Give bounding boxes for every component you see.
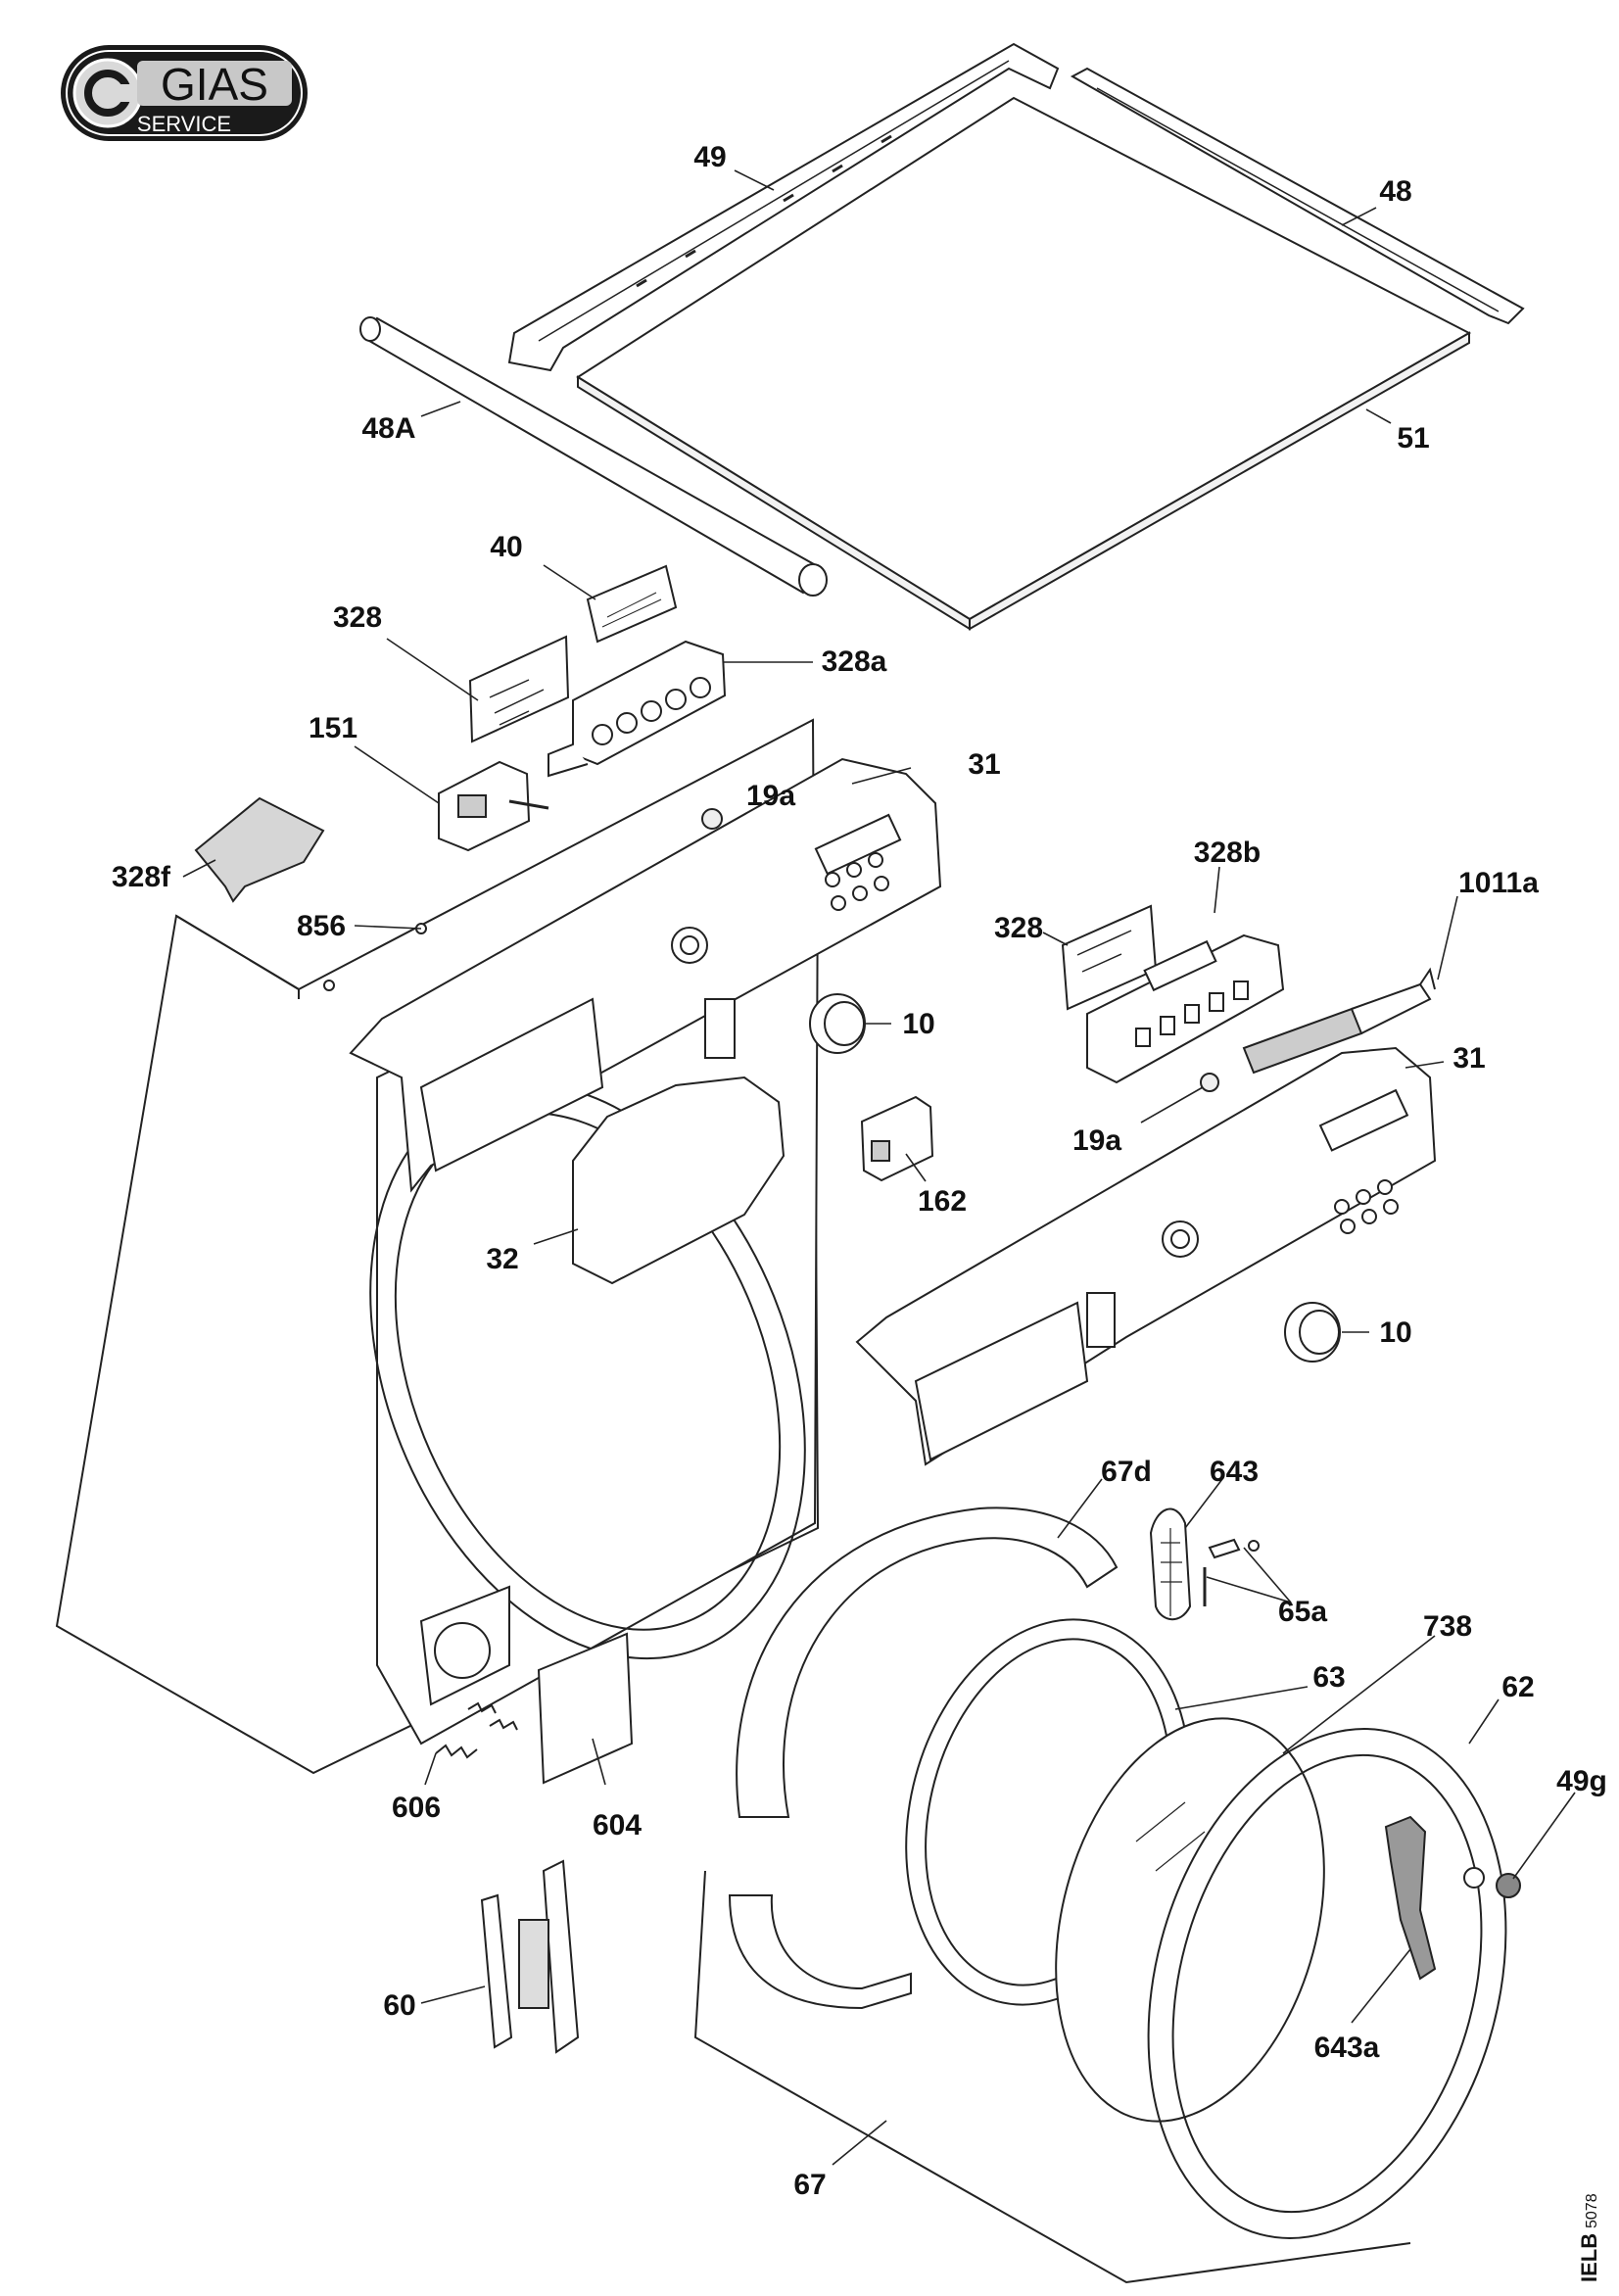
- circle-c-icon: [72, 58, 143, 128]
- gias-service-logo: GIAS SERVICE: [61, 45, 308, 141]
- callout-48A: 48A: [361, 412, 415, 445]
- callout-328a: 328a: [822, 646, 887, 678]
- callout-328f: 328f: [112, 861, 171, 893]
- callout-31-right: 31: [1452, 1042, 1485, 1075]
- callout-10-left: 10: [902, 1008, 934, 1040]
- dial-knob-10-right: [1284, 1302, 1341, 1363]
- callout-65a: 65a: [1278, 1596, 1327, 1628]
- drawing-number: 5078: [1584, 2193, 1600, 2228]
- callout-643a: 643a: [1314, 2032, 1380, 2064]
- callout-1011a: 1011a: [1458, 867, 1539, 899]
- callout-10-right: 10: [1379, 1316, 1411, 1349]
- callout-32: 32: [486, 1243, 518, 1275]
- latch-cover-643: [1149, 1507, 1192, 1621]
- callout-328b: 328b: [1194, 837, 1261, 869]
- callout-151: 151: [309, 712, 357, 744]
- control-housing-328b: [1086, 933, 1285, 1084]
- hinge-pin-49g: [1496, 1873, 1521, 1898]
- callout-67d: 67d: [1101, 1456, 1152, 1488]
- callout-60: 60: [383, 1989, 415, 2022]
- callout-40: 40: [490, 531, 522, 563]
- indicator-19a-left: [701, 808, 723, 830]
- dial-knob-10-left: [809, 993, 866, 1054]
- callout-49g: 49g: [1556, 1765, 1607, 1797]
- callout-19a-right: 19a: [1072, 1124, 1121, 1157]
- door-bracket-outline-67: [693, 1870, 1411, 2284]
- control-console-31-left: [349, 757, 942, 1193]
- callout-328-right: 328: [994, 912, 1043, 944]
- trim-bar-48A: [359, 316, 828, 597]
- callout-738: 738: [1423, 1610, 1472, 1643]
- callout-62: 62: [1501, 1671, 1534, 1703]
- callout-162: 162: [918, 1185, 967, 1218]
- filter-door-604: [537, 1632, 634, 1785]
- callout-604: 604: [593, 1809, 642, 1842]
- detergent-lid-328f: [194, 796, 325, 903]
- timer-switch-151: [438, 760, 549, 852]
- door-glass-738: [1055, 1717, 1325, 2123]
- drain-filter-area: [419, 1585, 510, 1706]
- callout-51: 51: [1397, 422, 1429, 454]
- door-lock-162: [860, 1095, 934, 1182]
- callout-643: 643: [1210, 1456, 1259, 1488]
- callout-31-left: 31: [968, 748, 1000, 781]
- hinge-60: [480, 1859, 580, 2054]
- callout-49: 49: [693, 141, 726, 173]
- callout-labels: 49 48 48A 51 40 328 328a 151 19a 31 328f…: [112, 141, 1607, 2201]
- callout-328-top: 328: [333, 601, 382, 634]
- rail-48: [1070, 67, 1525, 325]
- logo-subtitle: SERVICE: [137, 112, 231, 136]
- rail-49: [507, 42, 1060, 372]
- decor-plate-328-top: [468, 635, 570, 743]
- callout-63: 63: [1312, 1661, 1345, 1694]
- control-console-31-right: [855, 1046, 1437, 1466]
- callout-19a-left: 19a: [746, 780, 795, 812]
- door-frame-67d: [728, 1507, 1119, 2010]
- drawing-reference: IELB 5078: [1577, 2193, 1601, 2282]
- drawing-code: IELB: [1577, 2233, 1601, 2282]
- latch-pin-65a: [1203, 1538, 1260, 1606]
- callout-48: 48: [1379, 175, 1411, 208]
- callout-856: 856: [297, 910, 346, 942]
- control-housing-328a: [548, 640, 727, 778]
- door-ring-62: [1147, 1728, 1507, 2239]
- knob-window-40: [586, 564, 678, 644]
- top-panel-51: [576, 96, 1472, 631]
- ribbon-cable-1011a: [1242, 967, 1436, 1075]
- callout-606: 606: [392, 1792, 441, 1824]
- handle-insert-643a: [1384, 1815, 1437, 1981]
- indicator-19a-right: [1200, 1073, 1219, 1092]
- leader-lines: [182, 169, 1576, 2166]
- door-handle-32: [572, 1076, 786, 1285]
- callout-67: 67: [793, 2169, 826, 2201]
- logo-brand: GIAS: [161, 59, 268, 110]
- springs-606: [435, 1701, 518, 1759]
